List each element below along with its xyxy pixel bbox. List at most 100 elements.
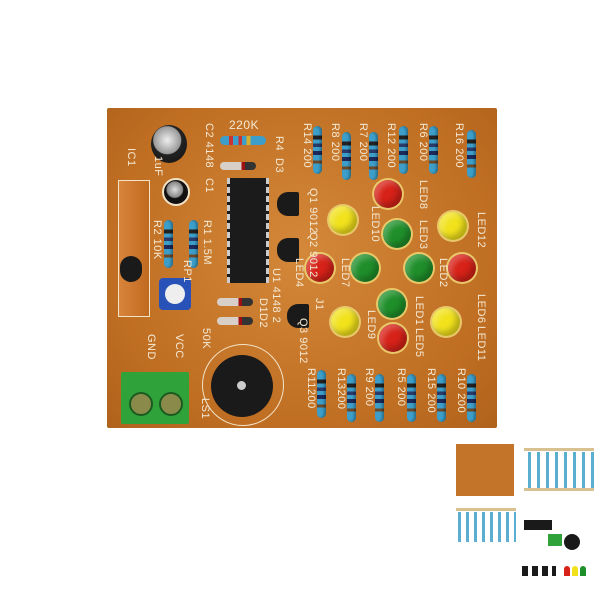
label-r10: R10 200 [455,368,467,414]
resistor-r7 [369,132,378,180]
transistor-ic1 [120,256,142,282]
led3-green [383,220,411,248]
label-r16: R16 200 [453,123,465,169]
label-led7: LED7 [339,258,351,288]
label-220k: 220K [229,118,260,132]
led11-yellow [432,308,460,336]
diode-d1 [217,298,253,306]
thumbnail-resistors [528,452,594,488]
buzzer-ls1 [202,344,284,426]
label-r14: R14 200 [301,123,313,169]
thumbnail-terminal [548,534,562,546]
label-q3: Q3 9012 [297,318,309,364]
transistor-q3 [287,304,309,328]
label-r5: R5 200 [395,368,407,407]
label-r9: R9 200 [363,368,375,407]
potentiometer-rp1[interactable] [159,278,191,310]
label-r7: R7 200 [357,123,369,162]
led2-green [405,254,433,282]
thumbnail-led-green [580,566,586,576]
resistor-r16 [467,130,476,178]
thumbnail-ic-chip [524,520,552,530]
label-led1: LED1 [413,296,425,326]
resistor-r10 [467,374,476,422]
led10-yellow [329,206,357,234]
led9-yellow [331,308,359,336]
label-led4: LED4 [293,258,305,288]
label-led3: LED3 [417,220,429,250]
led7-red [306,254,334,282]
label-q1: Q1 9012 [307,188,319,234]
kit-contents-thumbnail [452,440,600,600]
label-led5: LED5 [413,328,425,358]
thumbnail-resistor-strip [456,508,516,511]
resistor-r14 [313,126,322,174]
label-rp1: RP1 [181,260,193,283]
ic1-sensor [118,180,150,317]
label-j1: J1 [313,298,325,311]
electrolytic-capacitor-c2 [151,125,187,163]
thumbnail-resistors [458,512,516,542]
resistor-r9 [375,374,384,422]
label-c2: C2 4148 [203,123,215,169]
label-vcc: VCC [173,334,185,359]
label-led12: LED12 [475,212,487,249]
diode-d2 [217,317,253,325]
resistor-r6 [429,126,438,174]
label-led9: LED9 [365,310,377,340]
label-gnd: GND [145,334,157,360]
label-led2: LED2 [437,258,449,288]
label-r6: R6 200 [417,123,429,162]
label-r4: R4 [273,136,285,152]
label-r2: R2 10K [151,220,163,260]
label-c1: C1 [203,178,215,194]
led1-green [378,290,406,318]
label-d3: D3 [273,158,285,174]
led-red-right [448,254,476,282]
led8-red [374,180,402,208]
thumbnail-buzzer [564,534,580,550]
label-ls1: LS1 [199,398,211,420]
label-led10: LED10 [369,206,381,243]
thumbnail-resistor-strip [524,488,594,491]
label-d1d2: D1D2 [257,298,269,329]
resistor-r12 [399,126,408,174]
label-r13: R13200 [335,368,347,410]
label-led6: LED6 [475,294,487,324]
thumbnail-led-yellow [572,566,578,576]
label-r11: R11200 [305,368,317,409]
thumbnail-board [456,444,514,496]
label-r8: R8 200 [329,123,341,162]
label-ic1: IC1 [125,148,137,167]
label-r12: R12 200 [385,123,397,169]
resistor-r13 [347,374,356,422]
thumbnail-led-red [564,566,570,576]
label-led8: LED8 [417,180,429,210]
resistor-r15 [437,374,446,422]
label-u1: U1 4148 2 [270,268,282,324]
electrolytic-capacitor-c1 [162,178,190,206]
resistor-r2 [164,220,173,268]
ic-chip-u1 [227,178,269,283]
resistor-r1 [189,220,198,268]
screw-icon [159,392,183,416]
label-q2: Q2 9012 [307,232,319,278]
resistor-r8 [342,132,351,180]
diode-d3 [220,162,256,170]
thumbnail-resistor-strip [524,448,594,451]
led5-red [379,324,407,352]
pcb-board: 220K R4 D3 C2 4148 C1 1uF IC1 R2 10K R1 … [107,108,497,428]
resistor-r11 [317,370,326,418]
label-r15: R15 200 [425,368,437,414]
power-terminal-block [121,372,189,424]
transistor-q1 [277,192,299,216]
label-led11: LED11 [475,326,487,362]
thumbnail-transistors [522,566,556,576]
label-1uf: 1uF [152,156,164,177]
transistor-q2 [277,238,299,262]
led-green-center-left [351,254,379,282]
label-r1: R1 1.5M [201,220,213,266]
resistor-r5 [407,374,416,422]
led12-yellow [439,212,467,240]
resistor-220k [220,136,266,145]
